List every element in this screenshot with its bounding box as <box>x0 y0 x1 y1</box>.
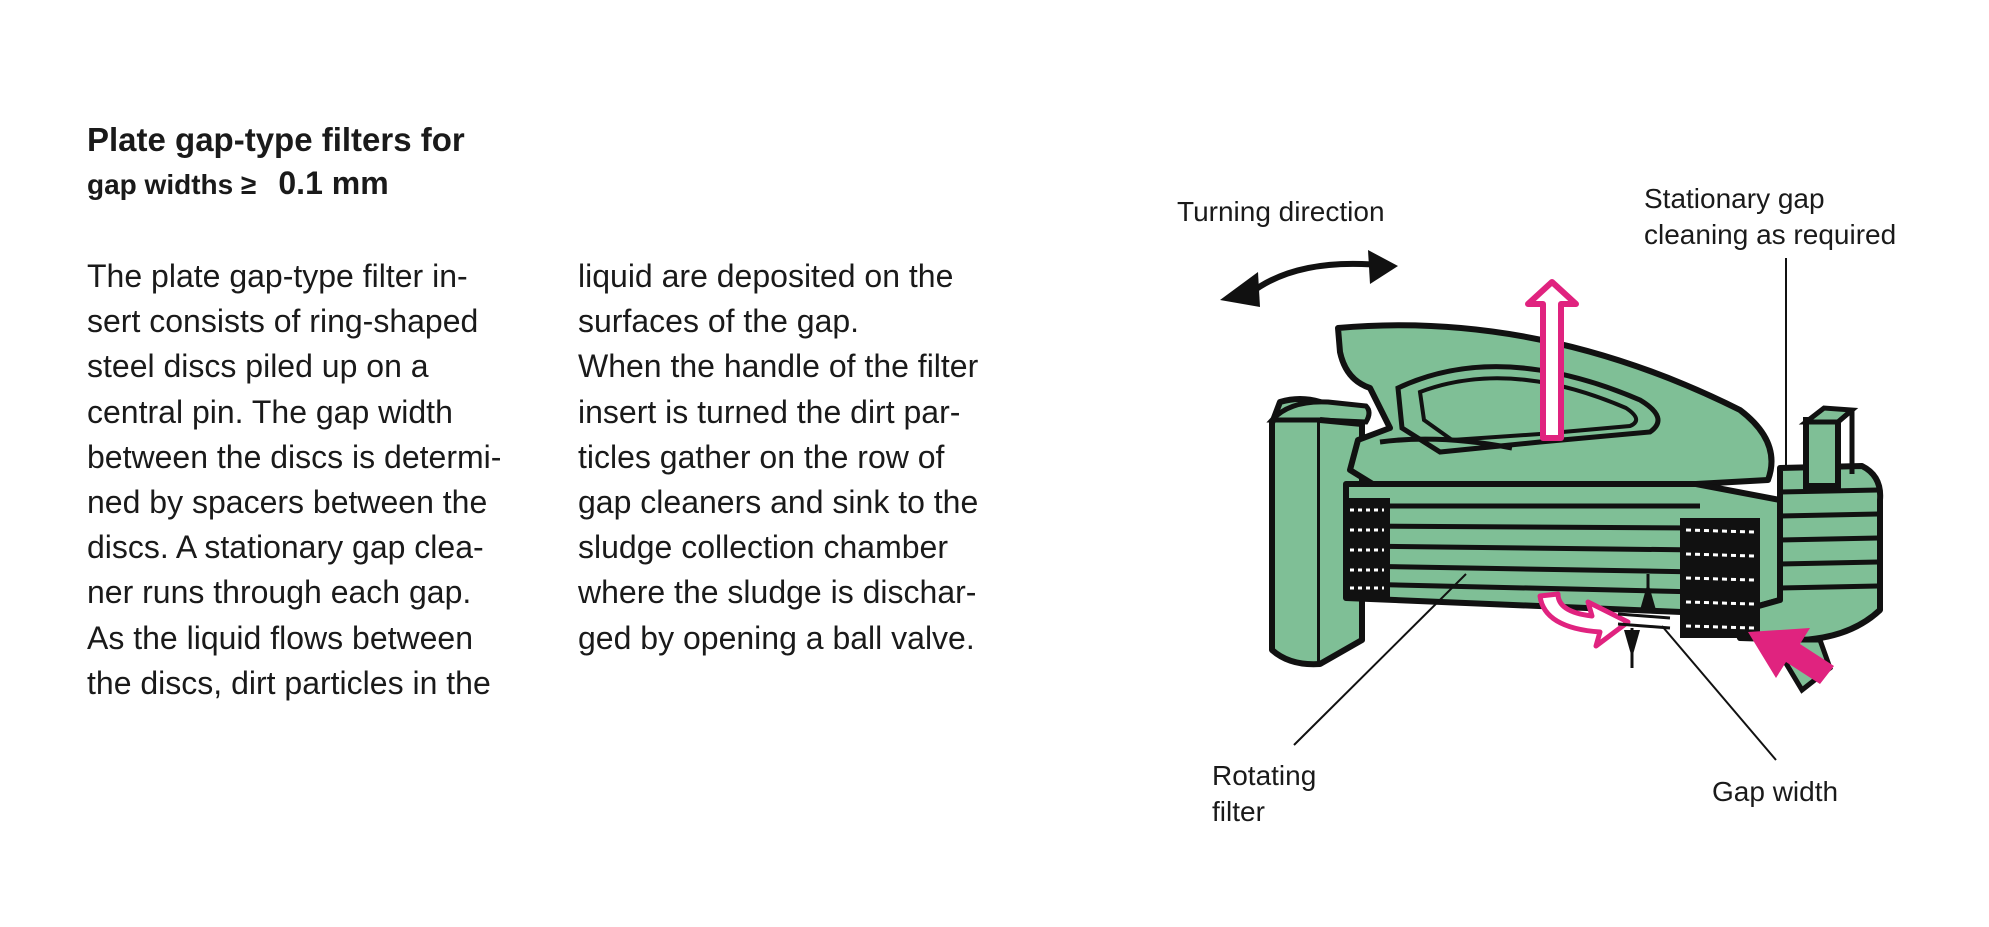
label-stationary-gap-line-2: cleaning as required <box>1644 219 1897 250</box>
text-line: steel discs piled up on a <box>87 348 429 385</box>
turning-direction-arrow <box>1220 250 1398 307</box>
label-rotating-filter-line-1: Rotating <box>1212 760 1317 791</box>
central-pin-post <box>1266 396 1372 668</box>
text-line: gap cleaners and sink to the <box>578 484 979 521</box>
left-spacer-block <box>1344 498 1390 598</box>
label-rotating-filter-line-2: filter <box>1212 796 1265 827</box>
page-title: Plate gap-type filters for gap widths ≥ 0… <box>87 120 465 202</box>
text-line: The plate gap-type filter in- <box>87 258 468 294</box>
gap-width-value: 0.1 mm <box>278 164 389 201</box>
title-line-2: gap widths ≥ 0.1 mm <box>87 164 465 202</box>
text-line: sert consists of ring-shaped <box>87 303 479 340</box>
title-line-1: Plate gap-type filters for <box>87 121 465 158</box>
body-text-column-right: liquid are deposited on the surfaces of … <box>578 254 1038 661</box>
text-line: central pin. The gap width <box>87 393 453 430</box>
text-line: As the liquid flows between <box>87 619 473 656</box>
text-line: between the discs is determi- <box>87 438 502 475</box>
title-line-2-text: gap widths ≥ <box>87 168 257 200</box>
filter-illustration: Turning direction Stationary gap cleanin… <box>1140 170 1940 850</box>
body-text-column-left: The plate gap-type filter in- sert consi… <box>87 254 547 706</box>
text-line: ticles gather on the row of <box>578 438 945 475</box>
label-stationary-gap-line-1: Stationary gap <box>1644 183 1825 214</box>
inlet-flow-arrow <box>1748 628 1834 684</box>
text-line: ned by spacers between the <box>87 484 488 521</box>
outlet-flow-arrow <box>1525 279 1579 441</box>
text-line: ged by opening a ball valve. <box>578 619 975 656</box>
filter-drawing <box>1220 250 1884 761</box>
text-line: When the handle of the filter <box>578 348 979 385</box>
text-line: insert is turned the dirt par- <box>578 393 961 430</box>
gap-width-marker <box>1617 574 1671 668</box>
text-line: discs. A stationary gap clea- <box>87 529 484 566</box>
text-line: liquid are deposited on the <box>578 258 954 294</box>
text-line: surfaces of the gap. <box>578 303 860 340</box>
label-gap-width: Gap width <box>1712 776 1839 807</box>
text-line: sludge collection chamber <box>578 529 948 566</box>
text-line: the discs, dirt particles in the <box>87 664 491 701</box>
deposit-flow-arrow <box>1537 591 1631 649</box>
text-line: where the sludge is dischar- <box>578 574 977 611</box>
text-line: ner runs through each gap. <box>87 574 472 611</box>
leader-lines <box>1293 258 1787 761</box>
label-turning-direction: Turning direction <box>1177 196 1385 227</box>
